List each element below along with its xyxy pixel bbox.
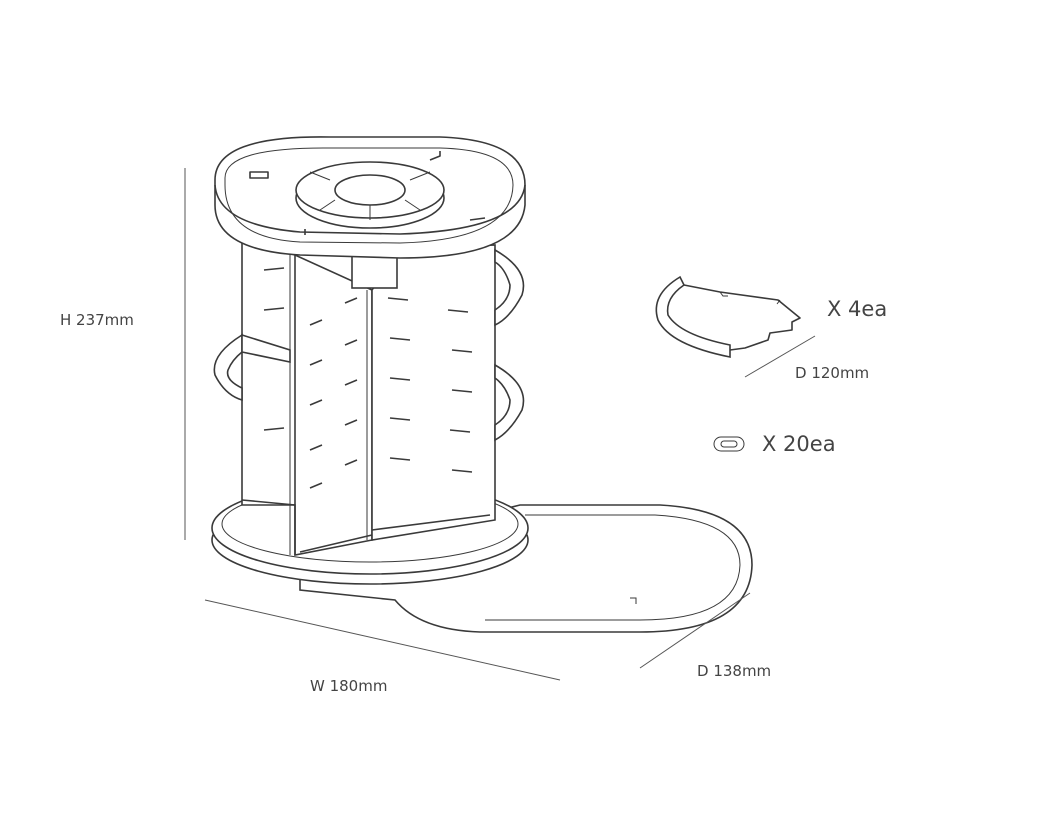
width-label: W 180mm: [310, 677, 387, 695]
depth-label: D 138mm: [697, 662, 771, 680]
top-tray: [214, 136, 526, 259]
depth-dimension-line: [639, 592, 751, 669]
width-dimension-line: [204, 599, 561, 681]
shelf-quantity-label: X 4ea: [827, 297, 887, 321]
shelf-depth-label: D 120mm: [795, 364, 869, 382]
height-label: H 237mm: [60, 311, 134, 329]
shelf-slots: [263, 267, 473, 489]
column-body: [241, 238, 496, 556]
shelf-part: [655, 275, 801, 358]
ring-quantity-label: X 20ea: [762, 432, 836, 456]
shelf-depth-dimension-line: [744, 335, 816, 378]
shelves: [213, 248, 525, 442]
ring-part-icon: [713, 436, 745, 452]
